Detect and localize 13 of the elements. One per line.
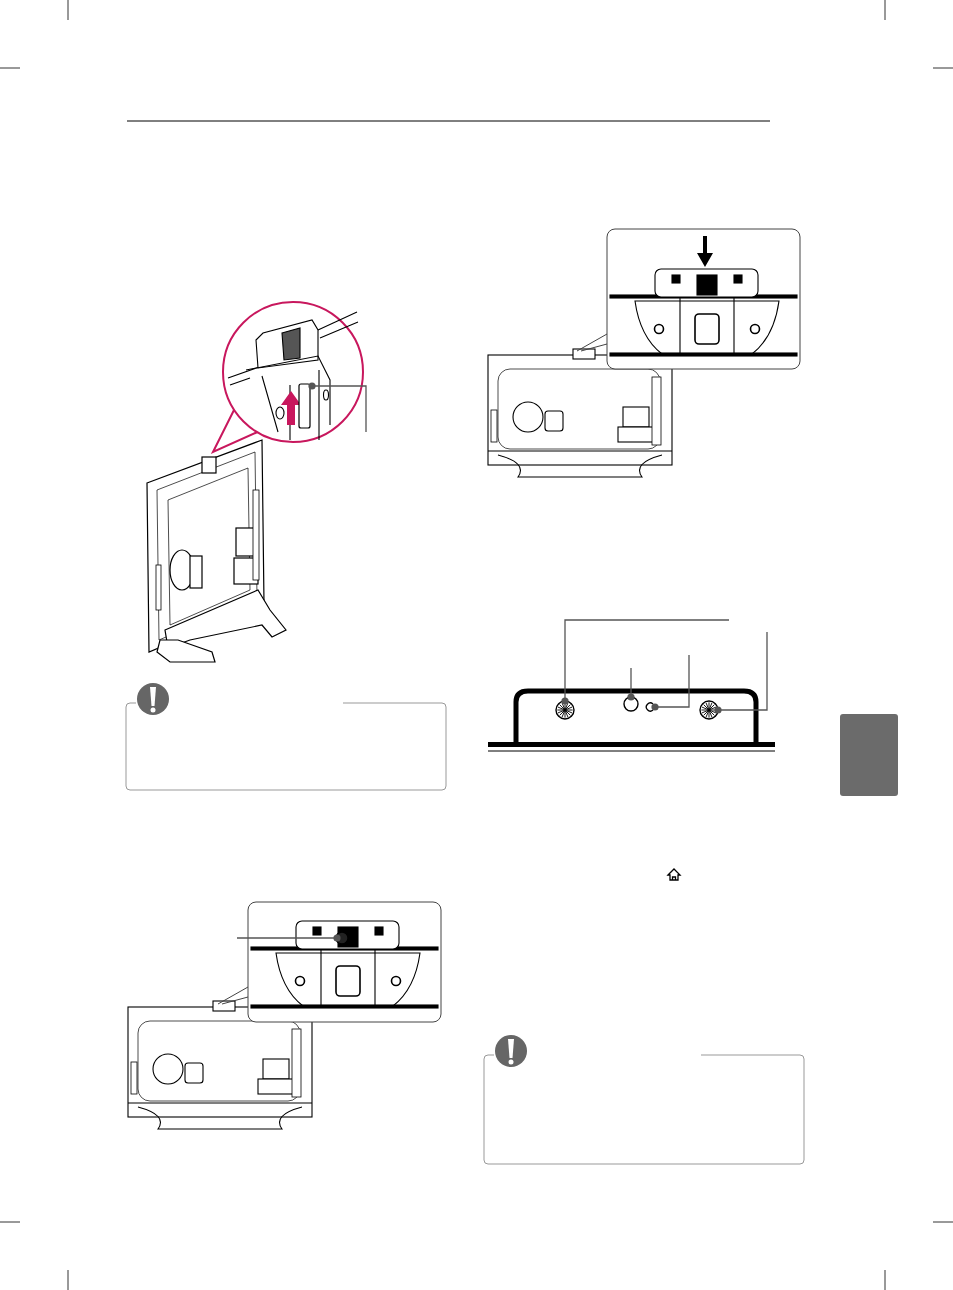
- leader-line: [561, 619, 730, 705]
- indicator-light: [645, 702, 654, 712]
- camera-clip: [298, 383, 311, 429]
- note-box: [125, 702, 447, 791]
- section-tab: [840, 714, 898, 796]
- leader-line: [714, 631, 768, 714]
- leader-line: [651, 654, 690, 711]
- microphone-grille: [555, 700, 575, 720]
- leader-line: [308, 382, 367, 433]
- leader-line: [236, 934, 341, 942]
- note-box: [483, 1054, 805, 1165]
- leader-line: [627, 667, 635, 701]
- microphone-grille: [699, 700, 719, 720]
